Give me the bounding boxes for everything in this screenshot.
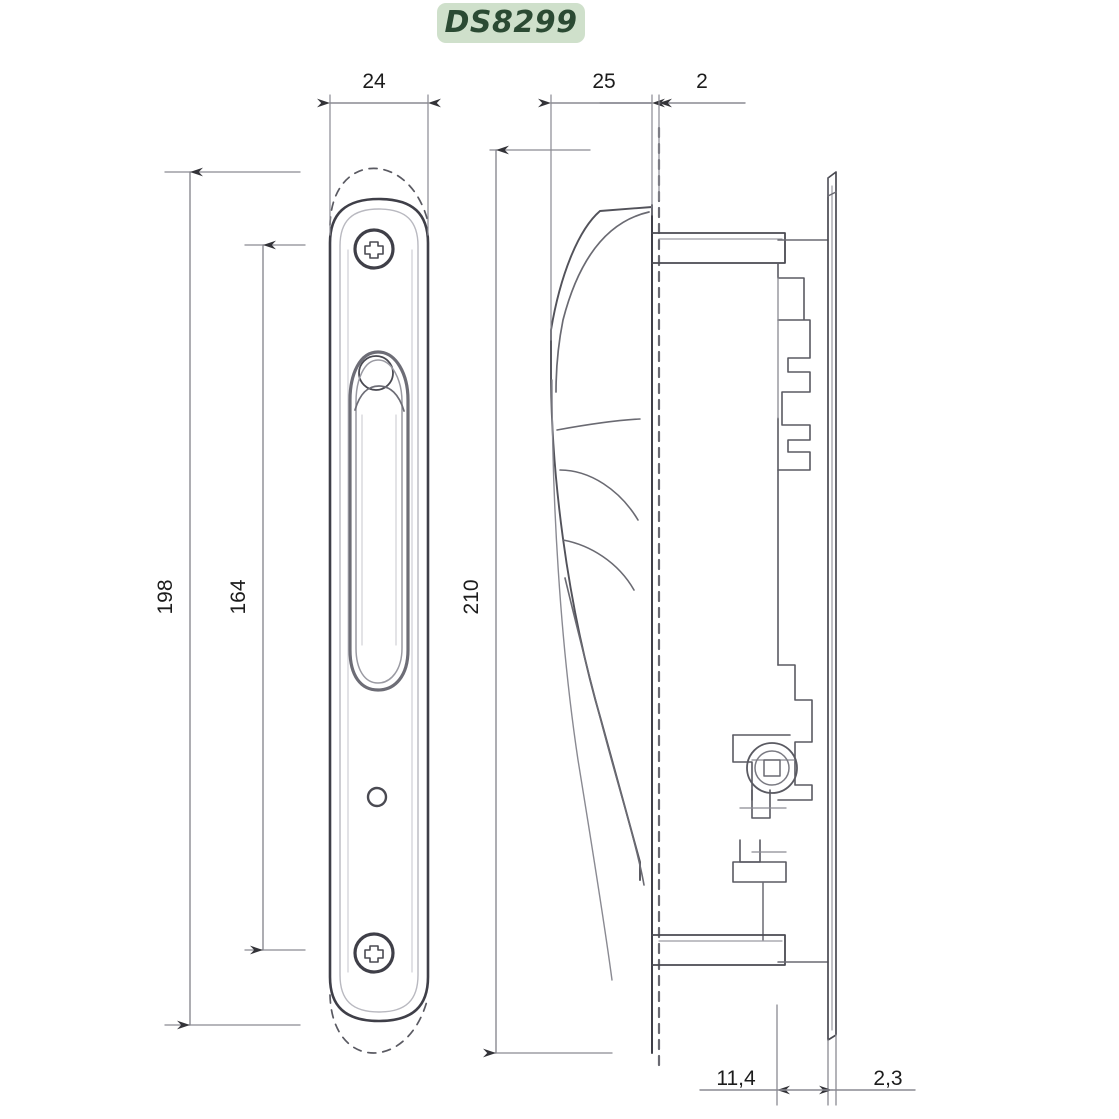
dimension-label-210: 210 (460, 579, 483, 614)
dimension-label-2-3: 2,3 (873, 1067, 902, 1090)
lower-phillips-screw-icon (353, 932, 395, 974)
dimension-label-2: 2 (696, 70, 708, 93)
lower-latch-assembly (732, 664, 813, 941)
backplate-outline (328, 197, 430, 1023)
lever-spine (551, 379, 613, 981)
dimension-label-198: 198 (154, 579, 177, 614)
lever-tail-profile (564, 577, 645, 886)
cylinder-hole (358, 355, 394, 391)
handle-recess-inner (355, 359, 403, 684)
drawing-title-badge: DS8299 (437, 3, 585, 43)
dimension-label-164: 164 (227, 579, 250, 614)
hidden-outline-bottom-arc (329, 994, 429, 1054)
escutcheon-plate-chamfer (827, 177, 837, 197)
dimension-label-24: 24 (362, 70, 386, 93)
handle-recess-shoulder (354, 385, 405, 412)
small-hole (366, 786, 388, 808)
side-view-group (550, 126, 837, 1072)
dimension-164 (244, 240, 306, 955)
dimension-label-25: 25 (592, 70, 615, 93)
lower-spindle-bar (651, 934, 786, 966)
drawing-title-label: DS8299 (444, 5, 578, 40)
front-view-group (328, 167, 430, 1054)
lever-inner-profile (555, 211, 650, 393)
lever-crease-1 (559, 469, 639, 521)
dimension-label-11-4: 11,4 (716, 1067, 756, 1090)
lever-break-line-upper (556, 418, 641, 431)
handle-recess-outer (348, 350, 410, 692)
mechanism-stepped-profile (777, 262, 811, 471)
dimension-24 (317, 94, 441, 236)
backplate-inner-edge (339, 208, 419, 1013)
upper-phillips-screw-icon (353, 228, 395, 270)
lever-crease-2 (562, 539, 635, 591)
dimension-11-4 (699, 1004, 790, 1106)
dimension-2-3 (776, 1034, 916, 1106)
dimension-210 (483, 145, 613, 1058)
hidden-outline-top-arc (329, 167, 429, 226)
dimension-25 (538, 94, 665, 341)
dimension-2 (599, 94, 746, 201)
upper-spindle-bar (651, 232, 786, 264)
dimension-198 (164, 167, 301, 1030)
